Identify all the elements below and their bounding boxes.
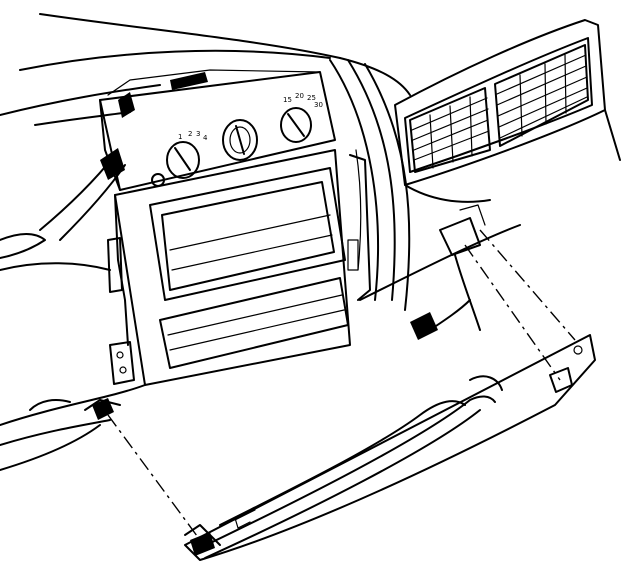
- temperature-knob: 15 20 25 30: [280, 92, 323, 143]
- dashboard-top-contours: [0, 13, 411, 126]
- mode-knob: [222, 119, 258, 161]
- temp-mark-15: 15: [283, 96, 292, 104]
- lower-clip: [84, 398, 121, 420]
- storage-pocket-bezel: [107, 149, 371, 386]
- fan-mark-1: 1: [178, 133, 182, 141]
- steering-column-stalk: [0, 148, 126, 271]
- fan-mark-2: 2: [188, 130, 192, 138]
- air-vent: [394, 19, 621, 203]
- temp-mark-20: 20: [295, 92, 304, 100]
- fan-mark-4: 4: [203, 134, 208, 142]
- glove-box-door: [184, 334, 596, 561]
- temp-mark-25: 25: [307, 94, 316, 102]
- alignment-lines: [107, 229, 576, 541]
- hinge-bracket: [410, 204, 486, 340]
- fan-mark-3: 3: [196, 130, 200, 138]
- fan-knob: 1 2 3 4: [166, 130, 208, 179]
- instrument-panel-lower: [0, 224, 521, 471]
- temp-mark-30: 30: [314, 101, 323, 109]
